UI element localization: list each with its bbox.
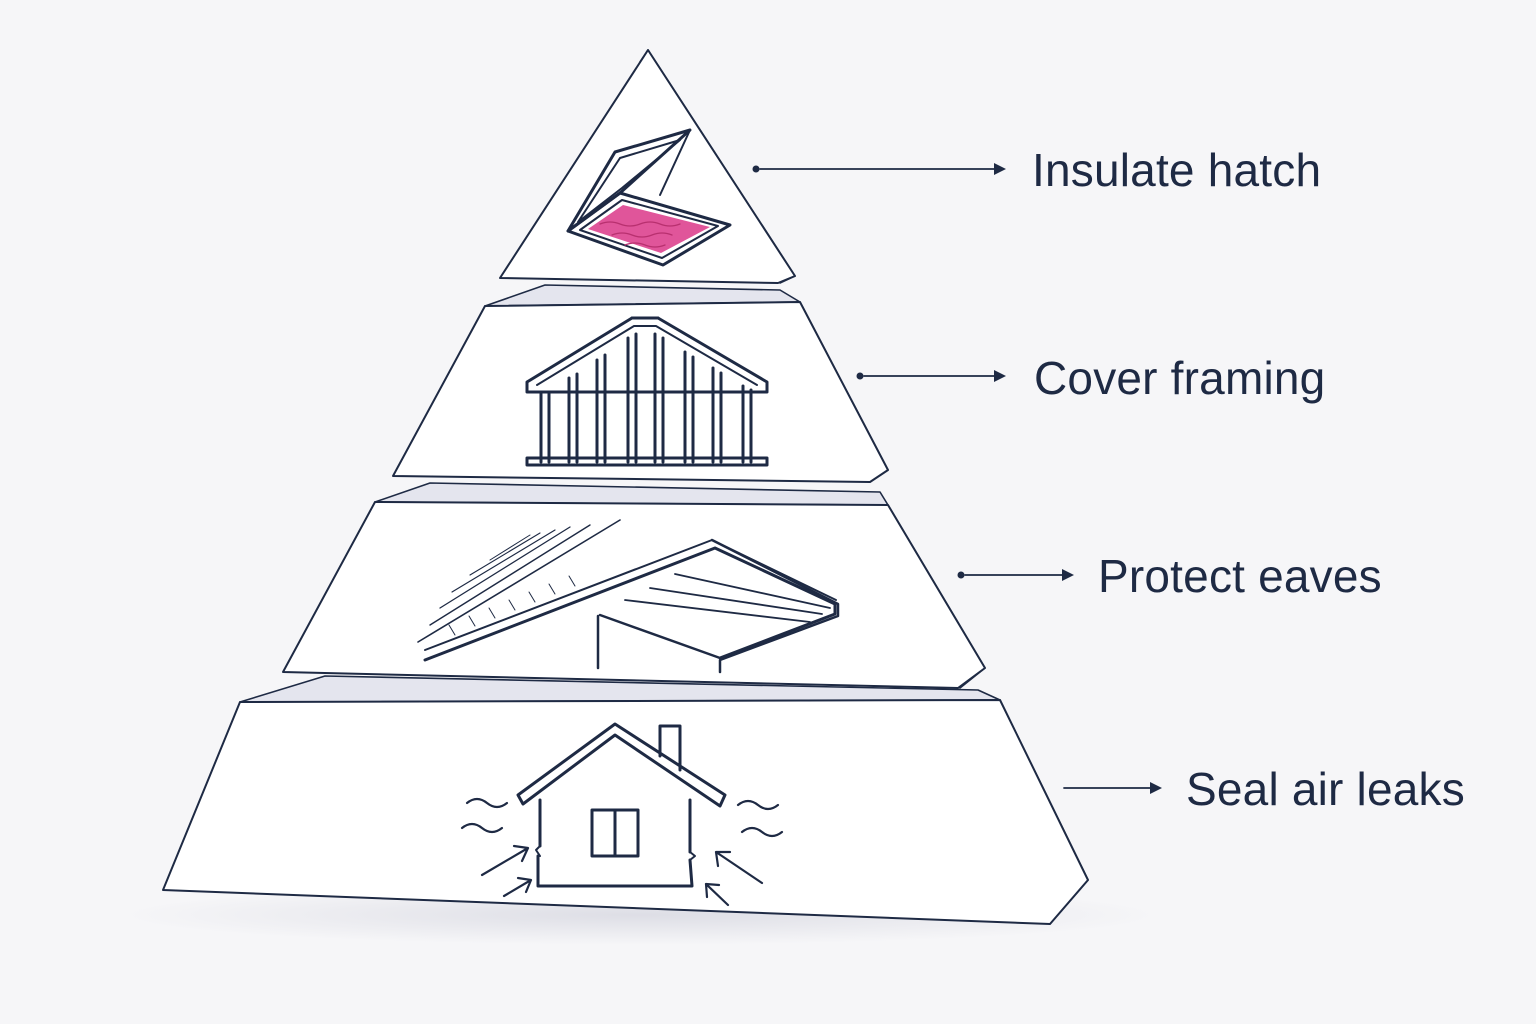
- tier-2-block: [392, 284, 889, 483]
- connector-3: [957, 569, 1074, 581]
- tier-2-label: Cover framing: [1034, 352, 1326, 404]
- tier-4-label: Seal air leaks: [1186, 763, 1465, 815]
- connector-1: [752, 163, 1006, 175]
- tier-3-label: Protect eaves: [1098, 550, 1382, 602]
- tier-3-front-face: [282, 501, 986, 689]
- tier-4-front-face: [162, 699, 1089, 925]
- tier-1-label: Insulate hatch: [1032, 144, 1322, 196]
- attic-hatch-icon: [566, 128, 732, 267]
- roof-eave-icon: [417, 519, 840, 674]
- connector-2: [856, 370, 1006, 382]
- tier-4-block: [162, 675, 1089, 925]
- house-air-leak-icon: [460, 722, 784, 907]
- roof-framing-icon: [525, 316, 769, 467]
- connector-4: [1063, 782, 1162, 794]
- tier-3-block: [282, 482, 986, 689]
